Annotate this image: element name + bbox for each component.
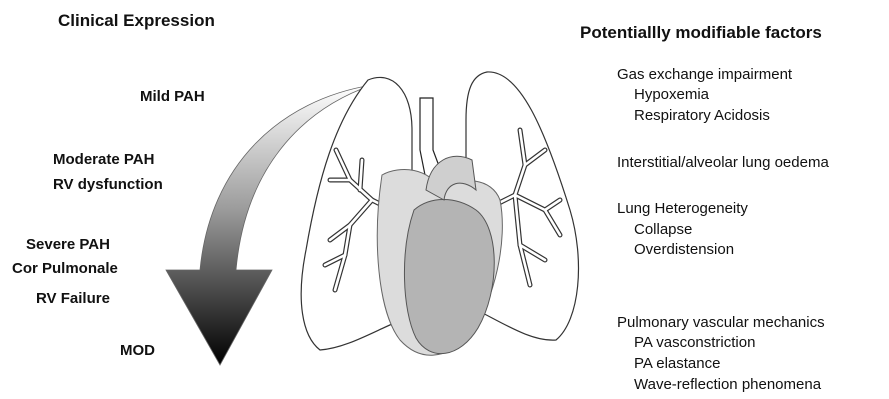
factor-group-title: Lung Heterogeneity bbox=[617, 201, 748, 216]
factor-item: PA vasconstriction bbox=[634, 335, 755, 350]
stage-rv-dysfunction: RV dysfunction bbox=[53, 177, 163, 192]
factor-item: Respiratory Acidosis bbox=[634, 108, 770, 123]
stage-mod: MOD bbox=[120, 343, 155, 358]
stage-rv-failure: RV Failure bbox=[36, 291, 110, 306]
factor-group-title: Pulmonary vascular mechanics bbox=[617, 315, 825, 330]
factor-item: Collapse bbox=[634, 222, 692, 237]
heart-dark bbox=[404, 200, 494, 354]
stage-cor-pulmonale: Cor Pulmonale bbox=[12, 261, 118, 276]
factor-item: PA elastance bbox=[634, 356, 720, 371]
stage-mild-pah: Mild PAH bbox=[140, 89, 205, 104]
factor-item: Wave-reflection phenomena bbox=[634, 377, 821, 392]
factor-item: Hypoxemia bbox=[634, 87, 709, 102]
factor-group-title: Gas exchange impairment bbox=[617, 67, 792, 82]
stage-severe-pah: Severe PAH bbox=[26, 237, 110, 252]
clinical-expression-heading: Clinical Expression bbox=[58, 12, 215, 29]
factor-item: Overdistension bbox=[634, 242, 734, 257]
stage-moderate-pah: Moderate PAH bbox=[53, 152, 154, 167]
modifiable-factors-heading: Potentiallly modifiable factors bbox=[580, 24, 822, 41]
factor-group-title: Interstitial/alveolar lung oedema bbox=[617, 155, 829, 170]
